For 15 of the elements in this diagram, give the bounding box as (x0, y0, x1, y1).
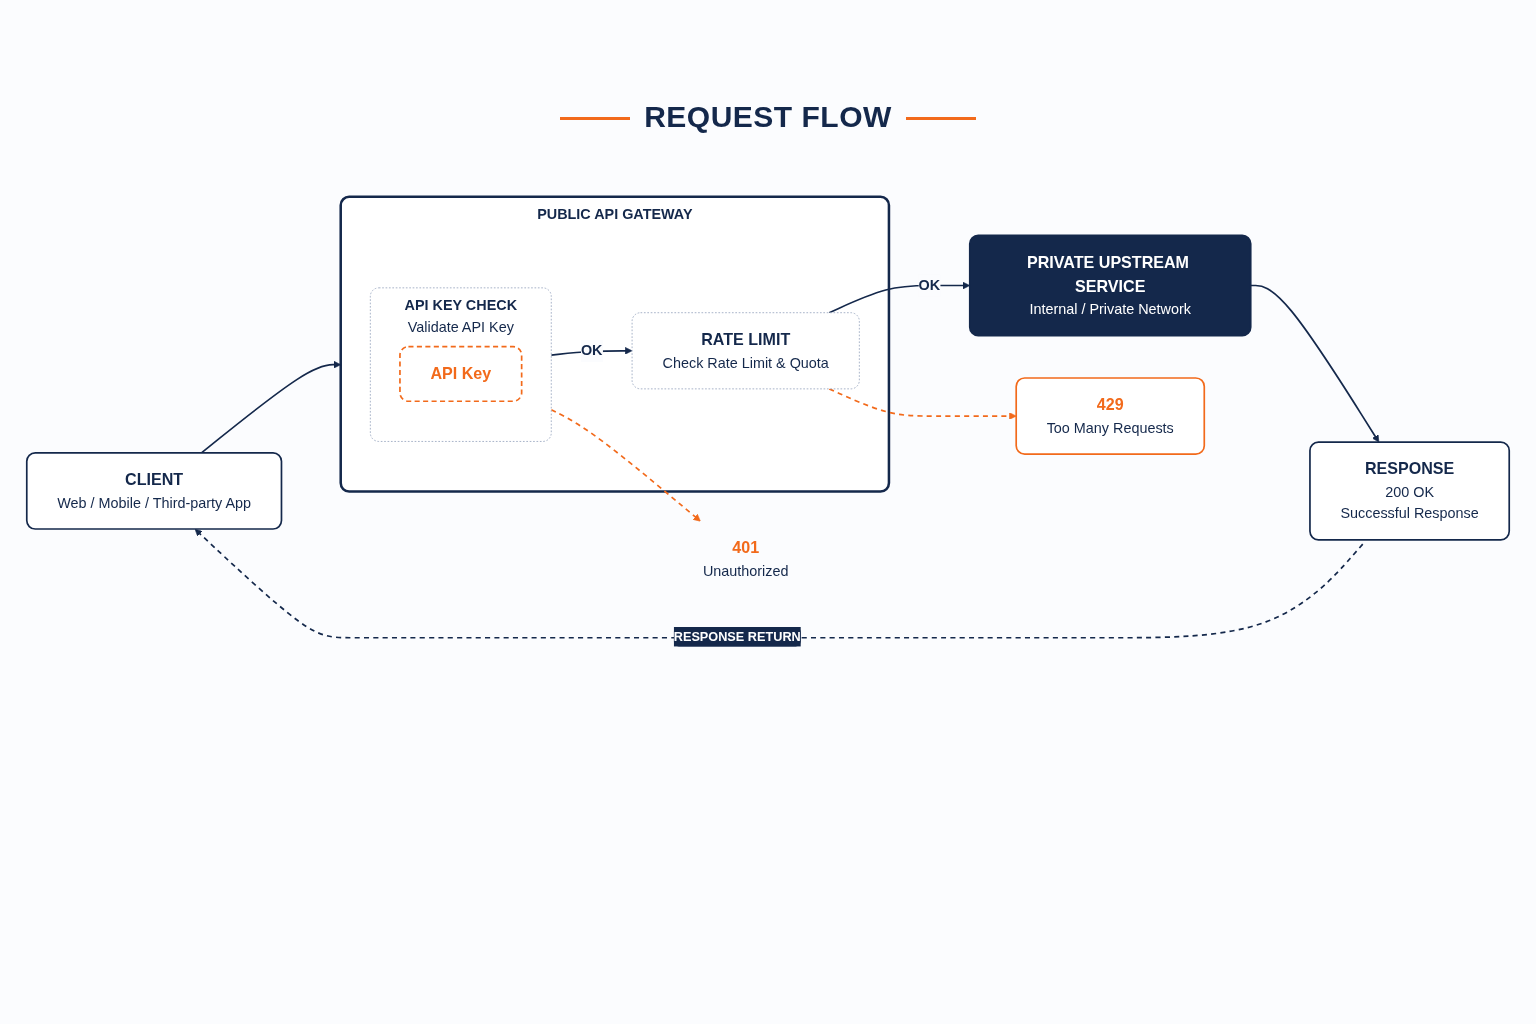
node-box: PRIVATE UPSTREAM SERVICE Internal / Private Network (968, 234, 1252, 337)
node-box: RATE LIMIT Check Rate Limit & Quota (631, 312, 860, 390)
edge-label: OK (580, 342, 603, 359)
node-box: CLIENT Web / Mobile / Third-party App (25, 452, 283, 530)
arrow (200, 360, 342, 454)
arrow (550, 408, 701, 522)
node-box: 429 Too Many Requests (1015, 377, 1206, 455)
node-box: API Key (399, 345, 523, 403)
edge-label: RESPONSE RETURN (673, 628, 801, 644)
arrow (828, 388, 1017, 420)
diagram-title: REQUEST FLOW (644, 100, 892, 134)
node-text: 401 Unauthorized (702, 538, 789, 580)
edge-label: OK (918, 277, 941, 294)
node-box: RESPONSE 200 OK Successful Response (1309, 441, 1511, 541)
arrow (194, 528, 1366, 639)
